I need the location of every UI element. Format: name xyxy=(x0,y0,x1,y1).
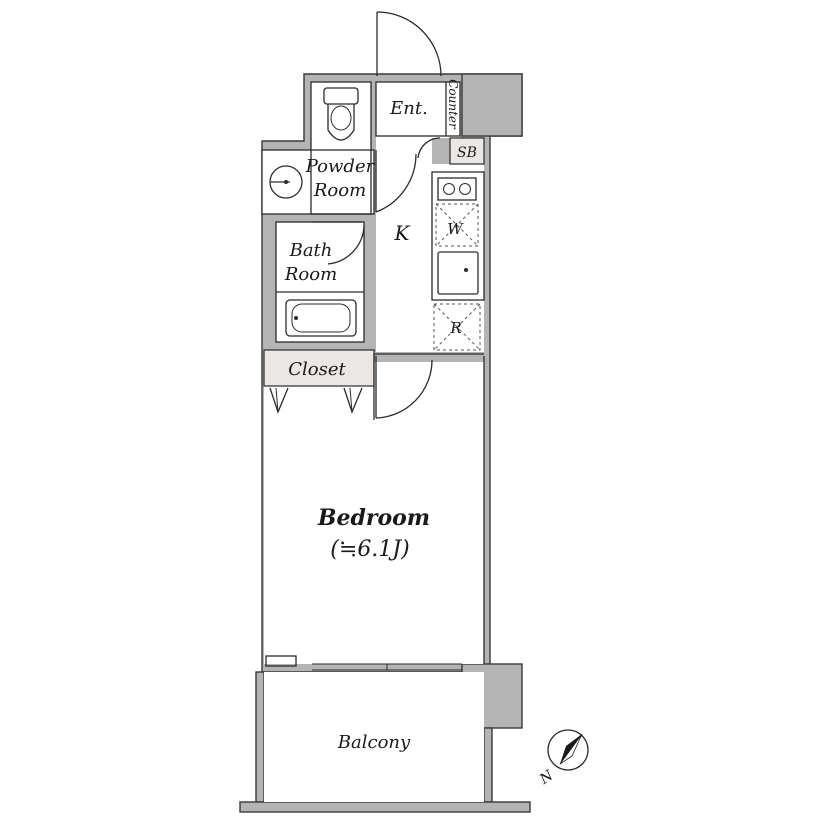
label-kitchen: K xyxy=(394,221,411,245)
balcony-right-wall xyxy=(483,727,493,803)
powder-door-swing xyxy=(375,153,417,213)
pillar-top-right xyxy=(461,73,523,137)
label-counter: Counter xyxy=(446,79,460,130)
balcony-left-wall xyxy=(255,671,265,803)
shoe-box xyxy=(449,137,485,165)
toilet xyxy=(323,87,359,141)
label-bath-room-line1: Bath xyxy=(289,240,333,261)
bathtub xyxy=(285,299,357,337)
label-balcony: Balcony xyxy=(337,732,411,753)
label-entrance: Ent. xyxy=(389,98,428,119)
washbasin xyxy=(269,165,303,199)
washer-space xyxy=(435,203,479,247)
refrigerator-space xyxy=(433,303,481,351)
kitchen-sink xyxy=(437,251,479,295)
closet-shelf xyxy=(263,349,375,387)
floors xyxy=(262,82,484,802)
aircon-unit xyxy=(265,655,297,667)
doors xyxy=(269,11,442,419)
compass: N xyxy=(536,729,589,788)
fixtures xyxy=(269,87,485,351)
bath-door-swing xyxy=(327,225,365,265)
bedroom-door-swing xyxy=(375,359,433,419)
labels: Ent. Counter SB Powder Room K Bath Room … xyxy=(284,79,477,753)
label-refrigerator: R xyxy=(449,319,461,337)
label-shoe-box: SB xyxy=(457,145,477,161)
label-bedroom: Bedroom xyxy=(317,505,430,531)
kitchen-counter xyxy=(431,171,485,301)
entrance-outline xyxy=(375,81,461,137)
label-bedroom-size: (≒6.1J) xyxy=(330,537,409,562)
kitchen-door-swing xyxy=(417,137,441,159)
label-closet: Closet xyxy=(288,359,346,380)
stove xyxy=(437,177,477,201)
powder-room-outline xyxy=(261,149,375,215)
front-door-swing xyxy=(376,11,442,77)
label-washer: W xyxy=(447,220,464,238)
label-bath-room-line2: Room xyxy=(284,264,337,285)
label-powder-room-line1: Powder xyxy=(305,156,376,177)
balcony-slab xyxy=(239,801,531,813)
label-powder-room-line2: Room xyxy=(313,180,366,201)
interior-lines xyxy=(261,81,485,671)
compass-label: N xyxy=(536,767,557,788)
